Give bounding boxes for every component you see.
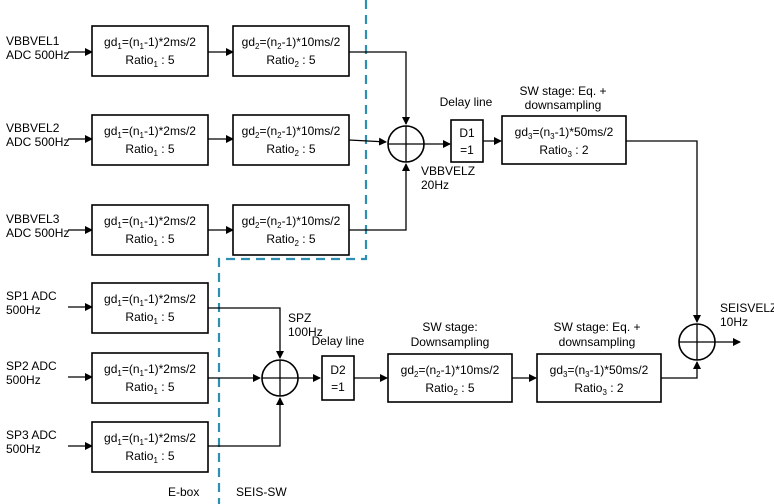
sw-eq-label-bottom-line2: downsampling	[559, 335, 636, 349]
svg-text:gd1=(n1-1)*2ms/2: gd1=(n1-1)*2ms/2	[104, 124, 196, 140]
svg-text:gd2=(n2-1)*10ms/2: gd2=(n2-1)*10ms/2	[242, 35, 341, 51]
svg-text:Ratio2 : 5: Ratio2 : 5	[266, 142, 315, 158]
sw-eq-label-bottom-line1: SW stage: Eq. +	[553, 320, 640, 334]
svg-text:Ratio2 : 5: Ratio2 : 5	[425, 381, 474, 397]
stage2-block-vbbvel3: gd2=(n2-1)*10ms/2 Ratio2 : 5	[232, 204, 350, 256]
final-sum-junction	[678, 323, 716, 361]
svg-text:Ratio1 : 5: Ratio1 : 5	[125, 310, 174, 326]
final-sum-connectors	[626, 140, 741, 379]
vbb-sum-junction	[387, 125, 425, 163]
spz-rate: 100Hz	[288, 325, 323, 339]
svg-text:Ratio1 : 5: Ratio1 : 5	[125, 449, 174, 465]
svg-text:Ratio1 : 5: Ratio1 : 5	[125, 53, 174, 69]
sw-block-sp-downsampling: gd2=(n2-1)*10ms/2 Ratio2 : 5	[387, 353, 513, 403]
vbbvelz-label: VBBVELZ	[421, 164, 475, 178]
sw-eq-label-top-line2: downsampling	[525, 98, 602, 112]
input-rate-sp3: 500Hz	[6, 442, 41, 456]
input-rate-sp1: 500Hz	[6, 303, 41, 317]
delay1-label: Delay line	[440, 95, 493, 109]
svg-text:gd3=(n3-1)*50ms/2: gd3=(n3-1)*50ms/2	[515, 125, 614, 141]
svg-text:Ratio2 : 5: Ratio2 : 5	[266, 53, 315, 69]
input-rate-vbbvel1: ADC 500Hz	[6, 48, 69, 62]
svg-text:D1: D1	[459, 126, 475, 140]
seisvelz-label: SEISVELZ	[720, 301, 774, 315]
seissw-region-label: SEIS-SW	[236, 485, 287, 499]
stage1-block-sp3: gd1=(n1-1)*2ms/2 Ratio1 : 5	[91, 421, 209, 473]
vbb-sum-connectors	[348, 51, 451, 231]
svg-text:gd2=(n2-1)*10ms/2: gd2=(n2-1)*10ms/2	[242, 124, 341, 140]
input-rate-vbbvel2: ADC 500Hz	[6, 135, 69, 149]
input-arrows	[68, 48, 93, 450]
sw-down-label-line1: SW stage:	[422, 320, 477, 334]
stage1-block-vbbvel1: gd1=(n1-1)*2ms/2 Ratio1 : 5	[91, 25, 209, 77]
input-label-sp3: SP3 ADC	[6, 428, 57, 442]
svg-text:gd3=(n3-1)*50ms/2: gd3=(n3-1)*50ms/2	[550, 363, 649, 379]
sw-block-sp-eq: gd3=(n3-1)*50ms/2 Ratio3 : 2	[536, 353, 662, 403]
input-label-sp1: SP1 ADC	[6, 289, 57, 303]
sw-down-label-line2: Downsampling	[411, 335, 490, 349]
stage1-block-sp1: gd1=(n1-1)*2ms/2 Ratio1 : 5	[91, 282, 209, 334]
svg-text:Ratio3 : 2: Ratio3 : 2	[539, 143, 588, 159]
svg-text:gd2=(n2-1)*10ms/2: gd2=(n2-1)*10ms/2	[242, 214, 341, 230]
ebox-region-label: E-box	[168, 485, 199, 499]
svg-text:gd2=(n2-1)*10ms/2: gd2=(n2-1)*10ms/2	[401, 363, 500, 379]
delay2-label: Delay line	[312, 334, 365, 348]
input-rate-vbbvel3: ADC 500Hz	[6, 226, 69, 240]
sw-eq-label-top-line1: SW stage: Eq. +	[519, 84, 606, 98]
svg-text:Ratio1 : 5: Ratio1 : 5	[125, 380, 174, 396]
input-label-vbbvel1: VBBVEL1	[6, 34, 60, 48]
spz-label: SPZ	[288, 311, 311, 325]
input-label-vbbvel2: VBBVEL2	[6, 121, 60, 135]
svg-text:D2: D2	[330, 363, 346, 377]
stage2-block-vbbvel1: gd2=(n2-1)*10ms/2 Ratio2 : 5	[232, 25, 350, 77]
svg-text:Ratio1 : 5: Ratio1 : 5	[125, 232, 174, 248]
stage1-block-sp2: gd1=(n1-1)*2ms/2 Ratio1 : 5	[91, 352, 209, 404]
svg-text:gd1=(n1-1)*2ms/2: gd1=(n1-1)*2ms/2	[104, 35, 196, 51]
delay-block-d2: D2 =1	[321, 355, 355, 401]
svg-text:=1: =1	[331, 380, 345, 394]
stage1-to-stage2-arrows	[208, 48, 234, 234]
sp-sum-junction	[261, 359, 299, 397]
svg-text:Ratio1 : 5: Ratio1 : 5	[125, 142, 174, 158]
input-labels: VBBVEL1 ADC 500Hz VBBVEL2 ADC 500Hz VBBV…	[6, 34, 69, 456]
svg-text:=1: =1	[460, 143, 474, 157]
svg-text:Ratio3 : 2: Ratio3 : 2	[574, 381, 623, 397]
vbbvelz-rate: 20Hz	[421, 178, 449, 192]
input-label-sp2: SP2 ADC	[6, 359, 57, 373]
stage1-block-vbbvel3: gd1=(n1-1)*2ms/2 Ratio1 : 5	[91, 204, 209, 256]
ebox-boundary	[217, 0, 368, 504]
delay-block-d1: D1 =1	[450, 119, 484, 163]
svg-text:gd1=(n1-1)*2ms/2: gd1=(n1-1)*2ms/2	[104, 362, 196, 378]
svg-text:Ratio2 : 5: Ratio2 : 5	[266, 232, 315, 248]
svg-text:gd1=(n1-1)*2ms/2: gd1=(n1-1)*2ms/2	[104, 431, 196, 447]
stage2-block-vbbvel2: gd2=(n2-1)*10ms/2 Ratio2 : 5	[232, 114, 350, 166]
sw-block-vbb: gd3=(n3-1)*50ms/2 Ratio3 : 2	[501, 115, 627, 165]
seisvelz-rate: 10Hz	[720, 315, 748, 329]
input-rate-sp2: 500Hz	[6, 373, 41, 387]
stage1-block-vbbvel2: gd1=(n1-1)*2ms/2 Ratio1 : 5	[91, 114, 209, 166]
sp-sum-connectors	[208, 307, 321, 447]
input-label-vbbvel3: VBBVEL3	[6, 212, 60, 226]
svg-text:gd1=(n1-1)*2ms/2: gd1=(n1-1)*2ms/2	[104, 292, 196, 308]
svg-text:gd1=(n1-1)*2ms/2: gd1=(n1-1)*2ms/2	[104, 214, 196, 230]
